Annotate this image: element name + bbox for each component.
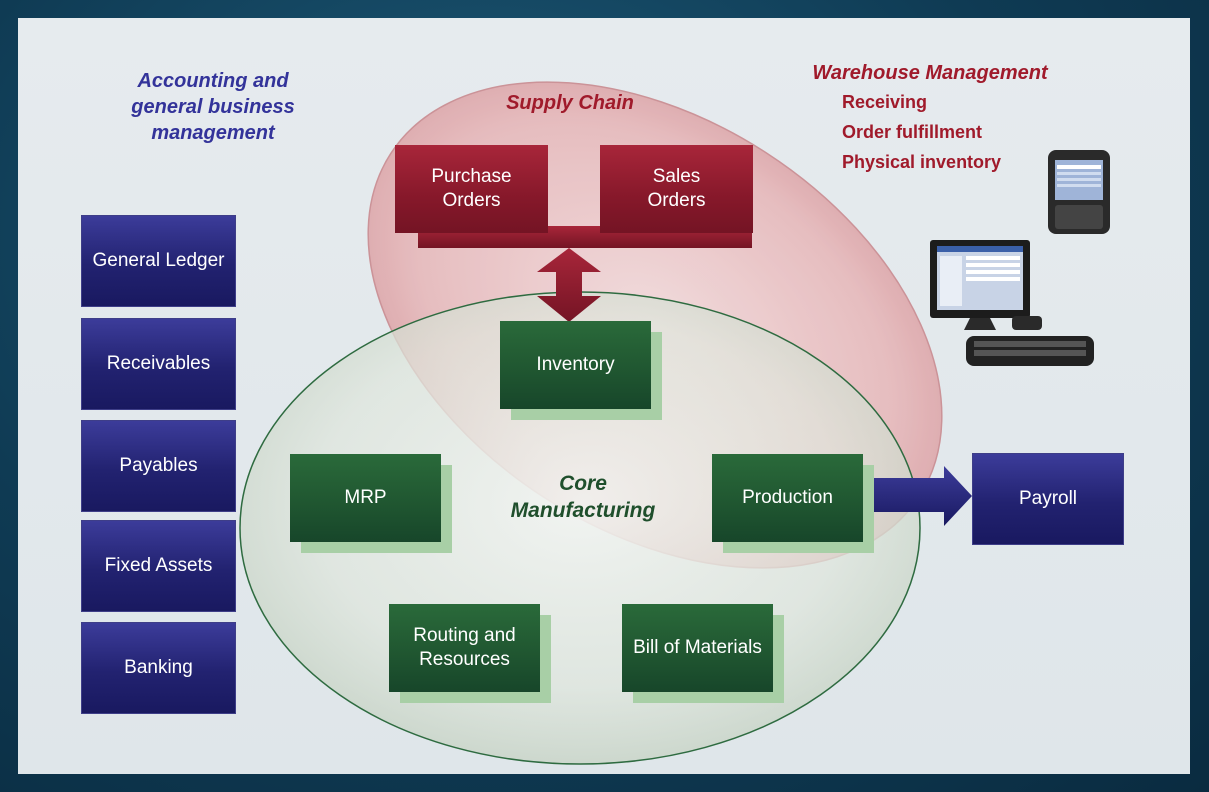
module-banking[interactable]: Banking [81,622,236,714]
module-payroll[interactable]: Payroll [972,453,1124,545]
warehouse-item-physical-inventory: Physical inventory [842,152,1002,172]
module-bill-of-materials[interactable]: Bill of Materials [622,604,773,692]
module-label: Fixed Assets [104,555,213,577]
handheld-device-icon [1048,150,1110,234]
module-label: Receivables [106,353,211,375]
double-arrow [537,248,601,322]
module-label: Payables [119,455,198,477]
module-routing-resources[interactable]: Routing and Resources [389,604,540,692]
production-payroll-arrow [866,466,972,526]
module-label: Banking [124,657,193,679]
warehouse-heading: Warehouse Management [812,62,1048,84]
module-mrp[interactable]: MRP [290,454,441,542]
module-fixed-assets[interactable]: Fixed Assets [81,520,236,612]
module-sales-orders[interactable]: Sales Orders [600,145,753,233]
module-purchase-orders[interactable]: Purchase Orders [395,145,548,233]
warehouse-item-receiving: Receiving [842,92,928,112]
module-label: Inventory [536,354,615,376]
module-inventory[interactable]: Inventory [500,321,651,409]
warehouse-item-order-fulfillment: Order fulfillment [842,122,983,142]
module-label: Routing and Resources [413,625,516,670]
module-label: MRP [344,487,387,509]
module-label: Payroll [1018,488,1078,510]
core-manufacturing-heading: Core Manufacturing [510,472,656,522]
module-production[interactable]: Production [712,454,863,542]
module-label: Sales Orders [647,166,706,211]
module-receivables[interactable]: Receivables [81,318,236,410]
accounting-heading: Accounting and general business manageme… [131,70,295,144]
module-label: General Ledger [92,250,225,272]
supply-chain-heading: Supply Chain [506,92,634,114]
module-payables[interactable]: Payables [81,420,236,512]
module-label: Bill of Materials [633,637,762,659]
module-label: Production [742,487,833,509]
module-label: Purchase Orders [431,166,512,211]
module-general-ledger[interactable]: General Ledger [81,215,236,307]
desktop-computer-icon [930,240,1094,366]
